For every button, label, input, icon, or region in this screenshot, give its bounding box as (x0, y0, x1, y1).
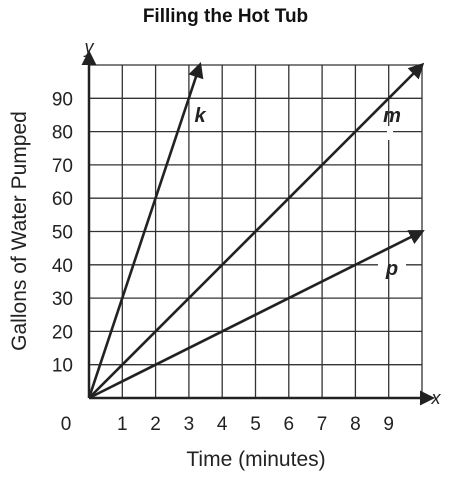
x-tick-label: 8 (350, 414, 361, 435)
y-tick-label: 60 (52, 189, 73, 210)
x-tick-label: 3 (184, 414, 195, 435)
series-line-m (88, 62, 425, 399)
axes (81, 50, 435, 406)
series-line-k (87, 62, 204, 399)
x-tick-label: 9 (383, 414, 394, 435)
y-tick-label: 40 (52, 256, 73, 277)
axis-labels: Time (minutes) Gallons of Water Pumped x y (8, 37, 442, 471)
x-tick-label: 7 (317, 414, 328, 435)
y-tick-label: 50 (52, 223, 73, 244)
series-label-p: p (385, 258, 398, 280)
series-line-p (88, 230, 425, 400)
x-tick-label: 4 (217, 414, 228, 435)
x-tick-label: 5 (250, 414, 261, 435)
y-tick-label: 80 (52, 123, 73, 144)
origin-label: 0 (61, 414, 72, 435)
x-axis-label: Time (minutes) (186, 448, 325, 471)
x-tick-label: 6 (284, 414, 295, 435)
y-tick-label: 90 (52, 89, 73, 110)
tick-labels: 1 2 3 4 5 6 7 8 9 10 20 30 40 50 60 70 80 90 0 (52, 89, 394, 435)
chart-title: Filling the Hot Tub (142, 6, 309, 27)
x-tick-label: 1 (117, 414, 128, 435)
series-label-m: m (383, 105, 401, 127)
y-tick-label: 20 (52, 322, 73, 343)
y-tick-label: 70 (52, 156, 73, 177)
y-tick-label: 30 (52, 289, 73, 310)
x-tick-label: 2 (150, 414, 161, 435)
x-axis-letter: x (431, 388, 442, 408)
y-axis-letter: y (83, 37, 95, 57)
series-label-k: k (194, 105, 206, 127)
y-tick-label: 10 (52, 356, 73, 377)
series-lines: k m p (87, 62, 425, 400)
y-axis-label: Gallons of Water Pumped (8, 111, 31, 351)
